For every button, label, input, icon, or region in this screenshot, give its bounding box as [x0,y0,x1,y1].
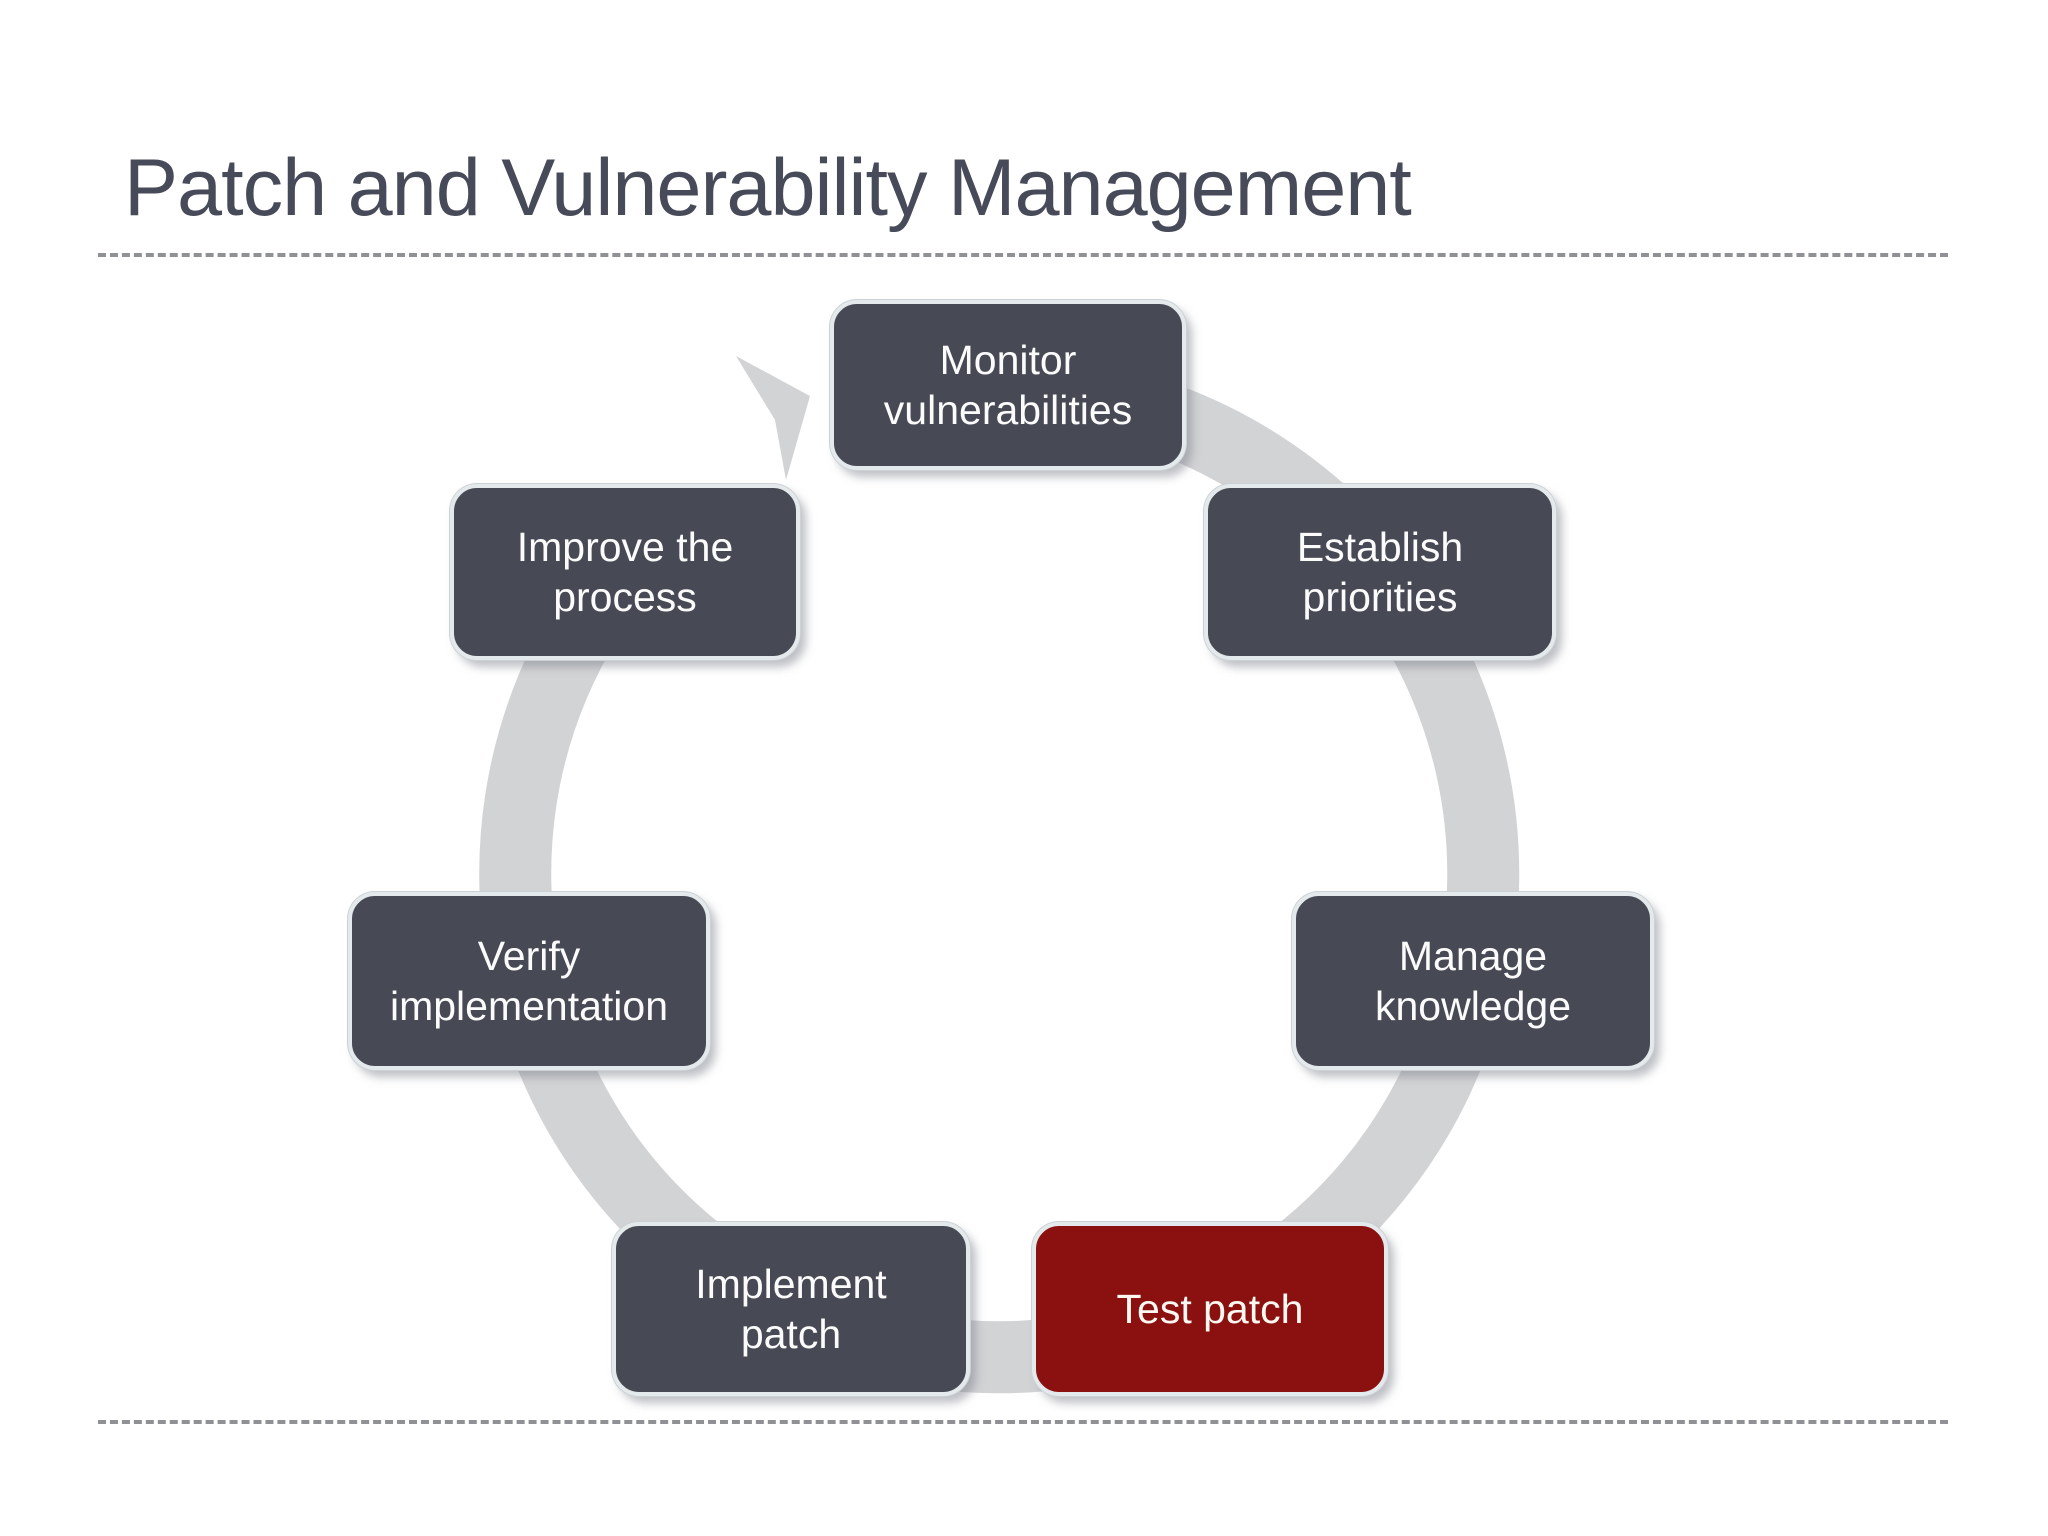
step-label: Improve the process [516,523,734,620]
step-monitor-vulnerabilities: Monitor vulnerabilities [830,300,1186,470]
step-label: Implement patch [695,1260,887,1357]
step-verify-implementation: Verify implementation [348,892,710,1070]
step-label: Monitor vulnerabilities [883,336,1133,433]
step-label: Establish priorities [1296,523,1464,620]
step-improve-the-process: Improve the process [450,484,800,660]
arrowhead-icon [736,356,810,480]
step-label: Manage knowledge [1374,932,1572,1029]
step-test-patch: Test patch [1032,1222,1388,1396]
page-title: Patch and Vulnerability Management [124,143,1412,233]
step-establish-priorities: Establish priorities [1204,484,1556,660]
title-divider [98,253,1948,257]
step-label: Test patch [1116,1285,1304,1332]
step-implement-patch: Implement patch [612,1222,970,1396]
step-label: Verify implementation [389,932,669,1029]
step-manage-knowledge: Manage knowledge [1292,892,1654,1070]
footer-divider [98,1420,1948,1424]
